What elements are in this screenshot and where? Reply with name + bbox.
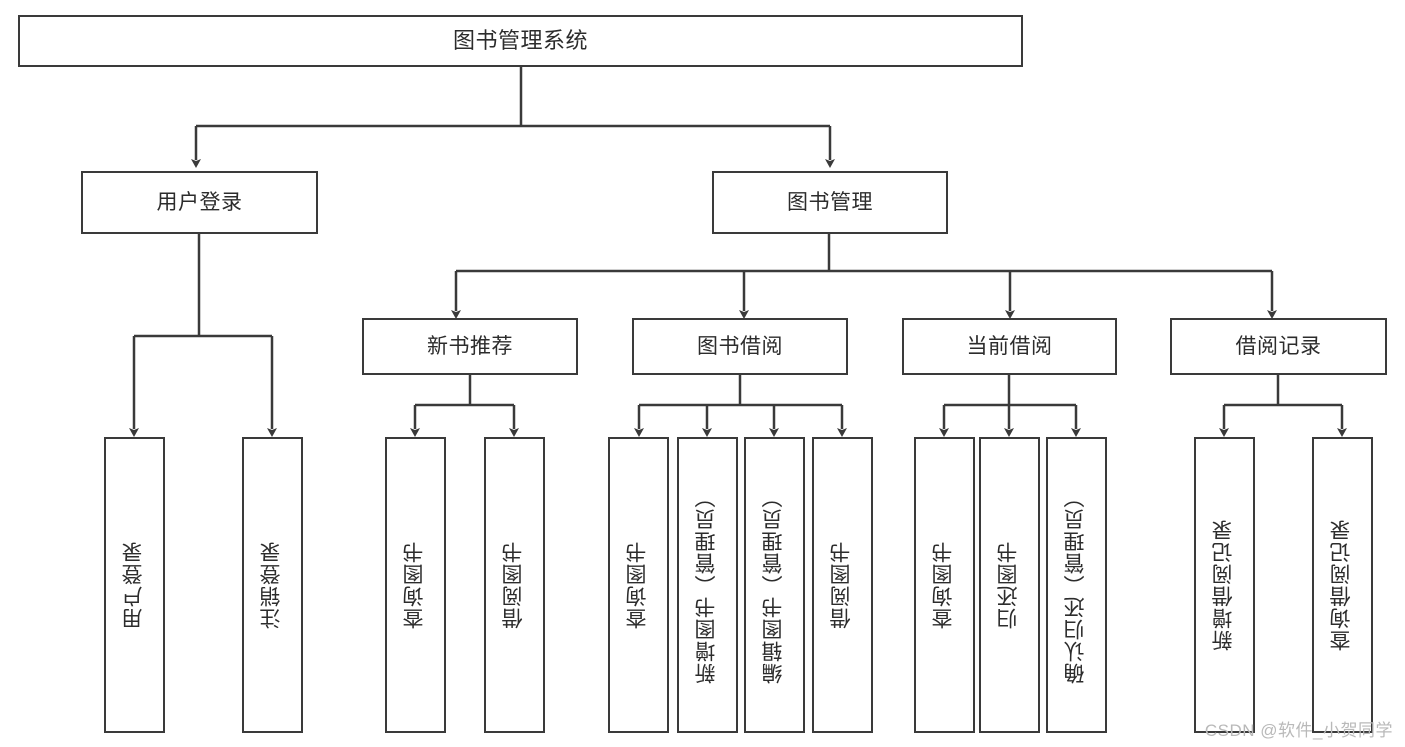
- node-leaf-query-book-2[interactable]: 查询图书: [608, 437, 669, 733]
- node-label: 编辑图书（管理员）: [762, 486, 786, 684]
- node-label: 查询借阅记录: [1330, 519, 1354, 651]
- node-leaf-edit-book[interactable]: 编辑图书（管理员）: [744, 437, 805, 733]
- node-label: 图书管理系统: [452, 27, 588, 53]
- node-leaf-add-book[interactable]: 新增图书（管理员）: [677, 437, 738, 733]
- node-leaf-borrow-book-1[interactable]: 借阅图书: [484, 437, 545, 733]
- node-label: 归还图书: [997, 541, 1021, 629]
- node-leaf-query-record[interactable]: 查询借阅记录: [1312, 437, 1373, 733]
- node-leaf-return-book[interactable]: 归还图书: [979, 437, 1040, 733]
- node-label: 用户登录: [156, 190, 243, 214]
- node-label: 新书推荐: [427, 334, 513, 358]
- node-book-management[interactable]: 图书管理: [712, 171, 948, 234]
- node-user-login[interactable]: 用户登录: [81, 171, 318, 234]
- node-root-system[interactable]: 图书管理系统: [18, 15, 1023, 67]
- node-label: 查询图书: [403, 541, 427, 629]
- node-leaf-query-book-1[interactable]: 查询图书: [385, 437, 446, 733]
- node-label: 新增图书（管理员）: [695, 486, 719, 684]
- node-label: 查询图书: [932, 541, 956, 629]
- node-current-borrow[interactable]: 当前借阅: [902, 318, 1117, 375]
- node-leaf-confirm-return[interactable]: 确认归还（管理员）: [1046, 437, 1107, 733]
- node-new-book-recommend[interactable]: 新书推荐: [362, 318, 578, 375]
- node-label: 借阅图书: [830, 541, 854, 629]
- node-leaf-borrow-book-2[interactable]: 借阅图书: [812, 437, 873, 733]
- node-borrow-record[interactable]: 借阅记录: [1170, 318, 1387, 375]
- node-label: 借阅记录: [1235, 334, 1322, 358]
- node-leaf-user-login[interactable]: 用户登录: [104, 437, 165, 733]
- node-label: 借阅图书: [502, 541, 526, 629]
- node-label: 当前借阅: [966, 334, 1053, 358]
- node-leaf-add-record[interactable]: 新增借阅记录: [1194, 437, 1255, 733]
- node-label: 用户登录: [122, 541, 146, 629]
- node-label: 查询图书: [626, 541, 650, 629]
- node-label: 图书管理: [787, 190, 873, 214]
- node-label: 注销登录: [260, 541, 284, 629]
- watermark-text: CSDN @软件_小贺同学: [1204, 721, 1393, 740]
- node-label: 新增借阅记录: [1212, 519, 1236, 651]
- node-leaf-query-book-3[interactable]: 查询图书: [914, 437, 975, 733]
- node-book-borrow[interactable]: 图书借阅: [632, 318, 848, 375]
- node-label: 确认归还（管理员）: [1064, 486, 1088, 684]
- node-leaf-logout-login[interactable]: 注销登录: [242, 437, 303, 733]
- node-label: 图书借阅: [697, 334, 783, 358]
